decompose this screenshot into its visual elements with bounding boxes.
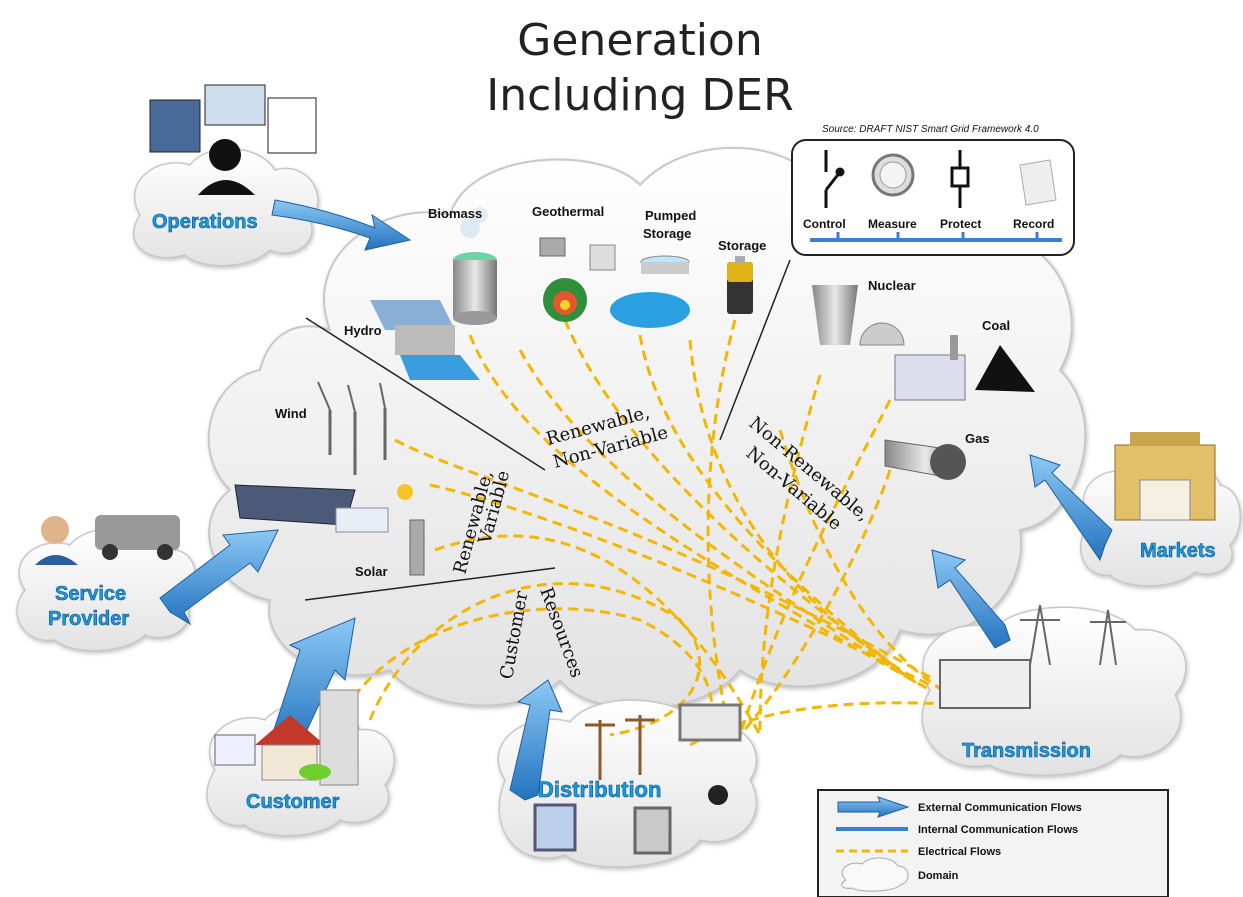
operations-label: Operations	[152, 211, 258, 233]
legend-domain-cloud-icon	[841, 857, 909, 892]
biomass-icon	[453, 207, 497, 325]
function-control-label: Control	[803, 217, 846, 231]
legend: External Communication Flows Internal Co…	[817, 789, 1169, 897]
transmission-towers-icon	[939, 604, 1126, 709]
operations-monitors-icon	[149, 84, 317, 195]
service-provider-arrow	[159, 529, 279, 626]
control-switch-icon	[824, 150, 845, 208]
distribution-label: Distribution	[538, 777, 661, 802]
record-scroll-icon	[1019, 159, 1057, 206]
gas-label: Gas	[965, 431, 990, 446]
sector-dividers	[304, 259, 791, 601]
hydro-label: Hydro	[344, 323, 382, 338]
nuclear-label: Nuclear	[868, 278, 916, 293]
geothermal-icon	[539, 237, 616, 322]
service-provider-icon	[35, 515, 180, 565]
pumped-storage-icon	[610, 255, 690, 328]
coal-plant-icon	[894, 335, 1035, 401]
title-line-1: Generation	[517, 15, 762, 66]
pumped-storage-label-1: Pumped	[645, 208, 696, 223]
coal-label: Coal	[982, 318, 1010, 333]
legend-external-label: External Communication Flows	[918, 802, 1082, 814]
gas-turbine-icon	[884, 439, 967, 480]
source-note: Source: DRAFT NIST Smart Grid Framework …	[822, 124, 1039, 135]
biomass-label: Biomass	[428, 206, 482, 221]
transmission-arrow	[931, 549, 1011, 649]
markets-label: Markets	[1140, 540, 1216, 562]
protect-breaker-icon	[950, 150, 970, 208]
operations-arrow	[271, 199, 412, 251]
distribution-arrow	[509, 679, 563, 801]
solar-panels-icon	[234, 484, 425, 576]
electrical-flows	[343, 319, 971, 747]
function-measure-label: Measure	[868, 217, 917, 231]
legend-electrical-label: Electrical Flows	[918, 846, 1001, 858]
transmission-label: Transmission	[962, 740, 1091, 762]
wind-label: Wind	[275, 406, 307, 421]
markets-building-icon	[1114, 432, 1216, 521]
hydro-dam-icon	[370, 300, 480, 380]
nuclear-icon	[812, 285, 905, 346]
customer-buildings-icon	[214, 689, 359, 786]
pumped-storage-label-2: Storage	[643, 226, 691, 241]
markets-arrow	[1029, 454, 1113, 562]
distribution-equipment-icon	[533, 703, 742, 855]
storage-label: Storage	[718, 238, 766, 253]
function-panel: Control Measure Protect Record	[791, 139, 1075, 256]
storage-battery-icon	[727, 256, 753, 314]
service-provider-label-1: Service	[55, 583, 126, 605]
wind-turbines-icon	[317, 381, 387, 475]
legend-domain-label: Domain	[918, 870, 959, 882]
function-record-label: Record	[1013, 217, 1054, 231]
service-provider-label-2: Provider	[48, 608, 129, 630]
function-protect-label: Protect	[940, 217, 981, 231]
geothermal-label: Geothermal	[532, 204, 604, 219]
legend-external-arrow-icon	[837, 796, 910, 818]
solar-label: Solar	[355, 564, 388, 579]
measure-gauge-icon	[871, 153, 915, 197]
legend-internal-label: Internal Communication Flows	[918, 824, 1078, 836]
title-line-2: Including DER	[486, 70, 793, 121]
customer-label: Customer	[246, 791, 340, 813]
